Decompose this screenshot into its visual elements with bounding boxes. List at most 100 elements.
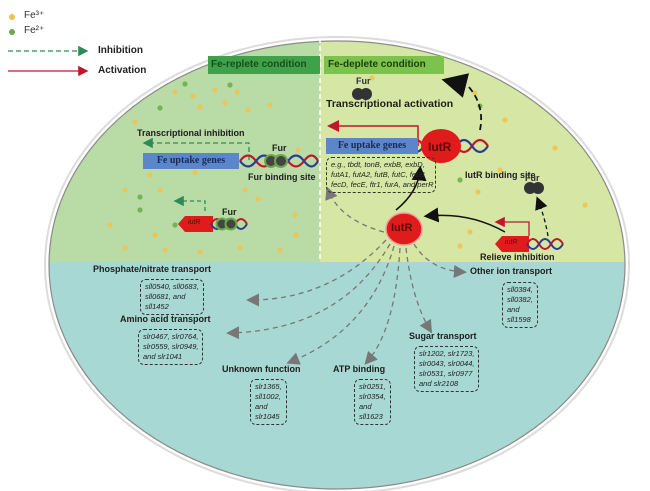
gene-box-unknown: slr1365, sll1002, and slr1045 — [250, 379, 287, 425]
gene-line: slr1365, — [255, 382, 282, 391]
inhibition-legend-label: Inhibition — [98, 45, 143, 56]
fe3-ion — [147, 172, 153, 178]
regulation-arrows — [226, 186, 467, 365]
fe3-ion — [502, 117, 508, 123]
fe3-ion — [472, 90, 478, 96]
gene-examples-line: e.g., tbdt, tonB, exbB, exbD, — [331, 160, 425, 169]
iutr-binding-site-label: IutR binding site — [465, 170, 536, 180]
fe3-ion — [192, 169, 198, 175]
gene-line: slr1045 — [255, 412, 280, 421]
fe3-ion — [157, 187, 163, 193]
iutr-to-binding-site-arrow — [395, 165, 427, 211]
gene-line: slr1202, slr1723, — [419, 349, 475, 358]
fur-label-deplete-right: Fur — [525, 173, 540, 183]
transcriptional-activation-label: Transcriptional activation — [326, 98, 454, 110]
iutr-bound-protein — [421, 129, 461, 163]
arrow-to-amino-acid — [226, 243, 391, 340]
transcriptional-inhibition-label: Transcriptional inhibition — [137, 128, 245, 138]
gene-line: sll1452 — [145, 302, 169, 311]
gene-line: slr0467, slr0764, — [143, 332, 199, 341]
fur-binding-site-label: Fur binding site — [248, 172, 316, 182]
function-title-atp: ATP binding — [333, 364, 386, 374]
activation-legend-label: Activation — [98, 65, 147, 76]
fe3-ion — [467, 229, 473, 235]
gene-box-other-ion: sll0384, sll0382, and sll1598 — [502, 282, 538, 328]
lower-region — [49, 262, 625, 489]
fe2-legend-label: Fe²⁺ — [24, 25, 45, 36]
fe3-ion — [292, 212, 298, 218]
fur-dimer-bound — [264, 154, 288, 168]
function-title-amino-acid: Amino acid transport — [120, 314, 211, 324]
fe-uptake-gene-examples: e.g., tbdt, tonB, exbB, exbD, futA1, fut… — [326, 157, 436, 193]
fur-dimer-free-top — [352, 88, 372, 100]
arrow-to-atp — [364, 247, 401, 365]
gene-line: sll1002, — [255, 392, 281, 401]
fe3-ion — [237, 245, 243, 251]
arrow-to-sugar — [405, 247, 433, 334]
fe3-ion — [293, 232, 299, 238]
iutr-gene-arrow-replete — [178, 216, 213, 232]
fur-dimer-free-right — [524, 182, 544, 194]
iutr-central-protein — [385, 212, 423, 246]
fur-release-arrow-right — [535, 196, 549, 237]
fe3-ion — [369, 75, 375, 81]
fe3-ion — [132, 119, 138, 125]
fur-label-replete: Fur — [272, 143, 287, 153]
gene-line: and — [507, 305, 520, 314]
replete-condition-label: Fe-replete condition — [211, 59, 307, 70]
gene-line: sll0382, — [507, 295, 533, 304]
deplete-iutr-dna — [526, 238, 564, 250]
iutr-inhibition-arrow — [173, 195, 206, 211]
function-title-unknown: Unknown function — [222, 364, 301, 374]
fe3-ion — [552, 145, 558, 151]
iutr-activation-arrow — [494, 216, 530, 236]
fe2-ion — [227, 82, 233, 88]
fe2-legend-dot — [9, 29, 15, 35]
fe3-ion — [295, 147, 301, 153]
gene-box-sugar: slr1202, slr1723, slr0043, slr0044, slr0… — [414, 346, 480, 392]
gene-examples-line: futA1, futA2, futB, futC, fecB — [331, 170, 425, 179]
fur-label-deplete-top: Fur — [356, 76, 371, 86]
fe3-ion — [582, 202, 588, 208]
fur-label-iutr-replete: Fur — [222, 207, 237, 217]
relieve-inhibition-label: Relieve inhibition — [480, 252, 555, 262]
fe3-ion — [255, 196, 261, 202]
fe3-ion — [222, 100, 228, 106]
fe3-ion — [267, 102, 273, 108]
fe3-ion — [197, 104, 203, 110]
iutr-central-label: IutR — [391, 222, 413, 234]
iutr-gene-arrow-deplete — [495, 236, 529, 252]
gene-line: sll0681, and — [145, 292, 186, 301]
fe3-legend-dot — [9, 14, 15, 20]
fe-uptake-genes-deplete: Fe uptake genes — [326, 138, 418, 154]
gene-line: sll0540, sll0683, — [145, 282, 199, 291]
gene-line: sll0384, — [507, 285, 533, 294]
fe3-ion — [172, 89, 178, 95]
gene-line: slr0251, — [359, 382, 386, 391]
arrow-to-phosphate — [246, 239, 387, 307]
fe3-ion — [197, 249, 203, 255]
function-title-sugar: Sugar transport — [409, 331, 477, 341]
arrow-to-other-ion — [413, 243, 467, 278]
fe3-ion — [107, 222, 113, 228]
fe3-ion — [277, 247, 283, 253]
gene-line: and — [359, 402, 372, 411]
gene-line: sll1598 — [507, 315, 531, 324]
fe3-ion — [242, 187, 248, 193]
fe3-legend-label: Fe³⁺ — [24, 10, 45, 21]
gene-box-amino-acid: slr0467, slr0764, slr0559, slr0949, and … — [138, 329, 204, 365]
replete-banner — [208, 56, 320, 74]
fe3-ion — [212, 87, 218, 93]
fe3-ion — [457, 243, 463, 249]
iutr-gene-label-deplete: iutR — [505, 239, 518, 246]
gene-box-phosphate: sll0540, sll0683, sll0681, and sll1452 — [140, 279, 204, 315]
fe2-ion — [137, 207, 143, 213]
fe3-ion — [122, 245, 128, 251]
gene-line: slr0043, slr0044, — [419, 359, 475, 368]
gene-box-atp: slr0251, slr0354, and sll1623 — [354, 379, 391, 425]
function-title-phosphate: Phosphate/nitrate transport — [93, 264, 212, 274]
gene-line: sll1623 — [359, 412, 383, 421]
arrow-to-fe-uptake — [325, 186, 385, 233]
